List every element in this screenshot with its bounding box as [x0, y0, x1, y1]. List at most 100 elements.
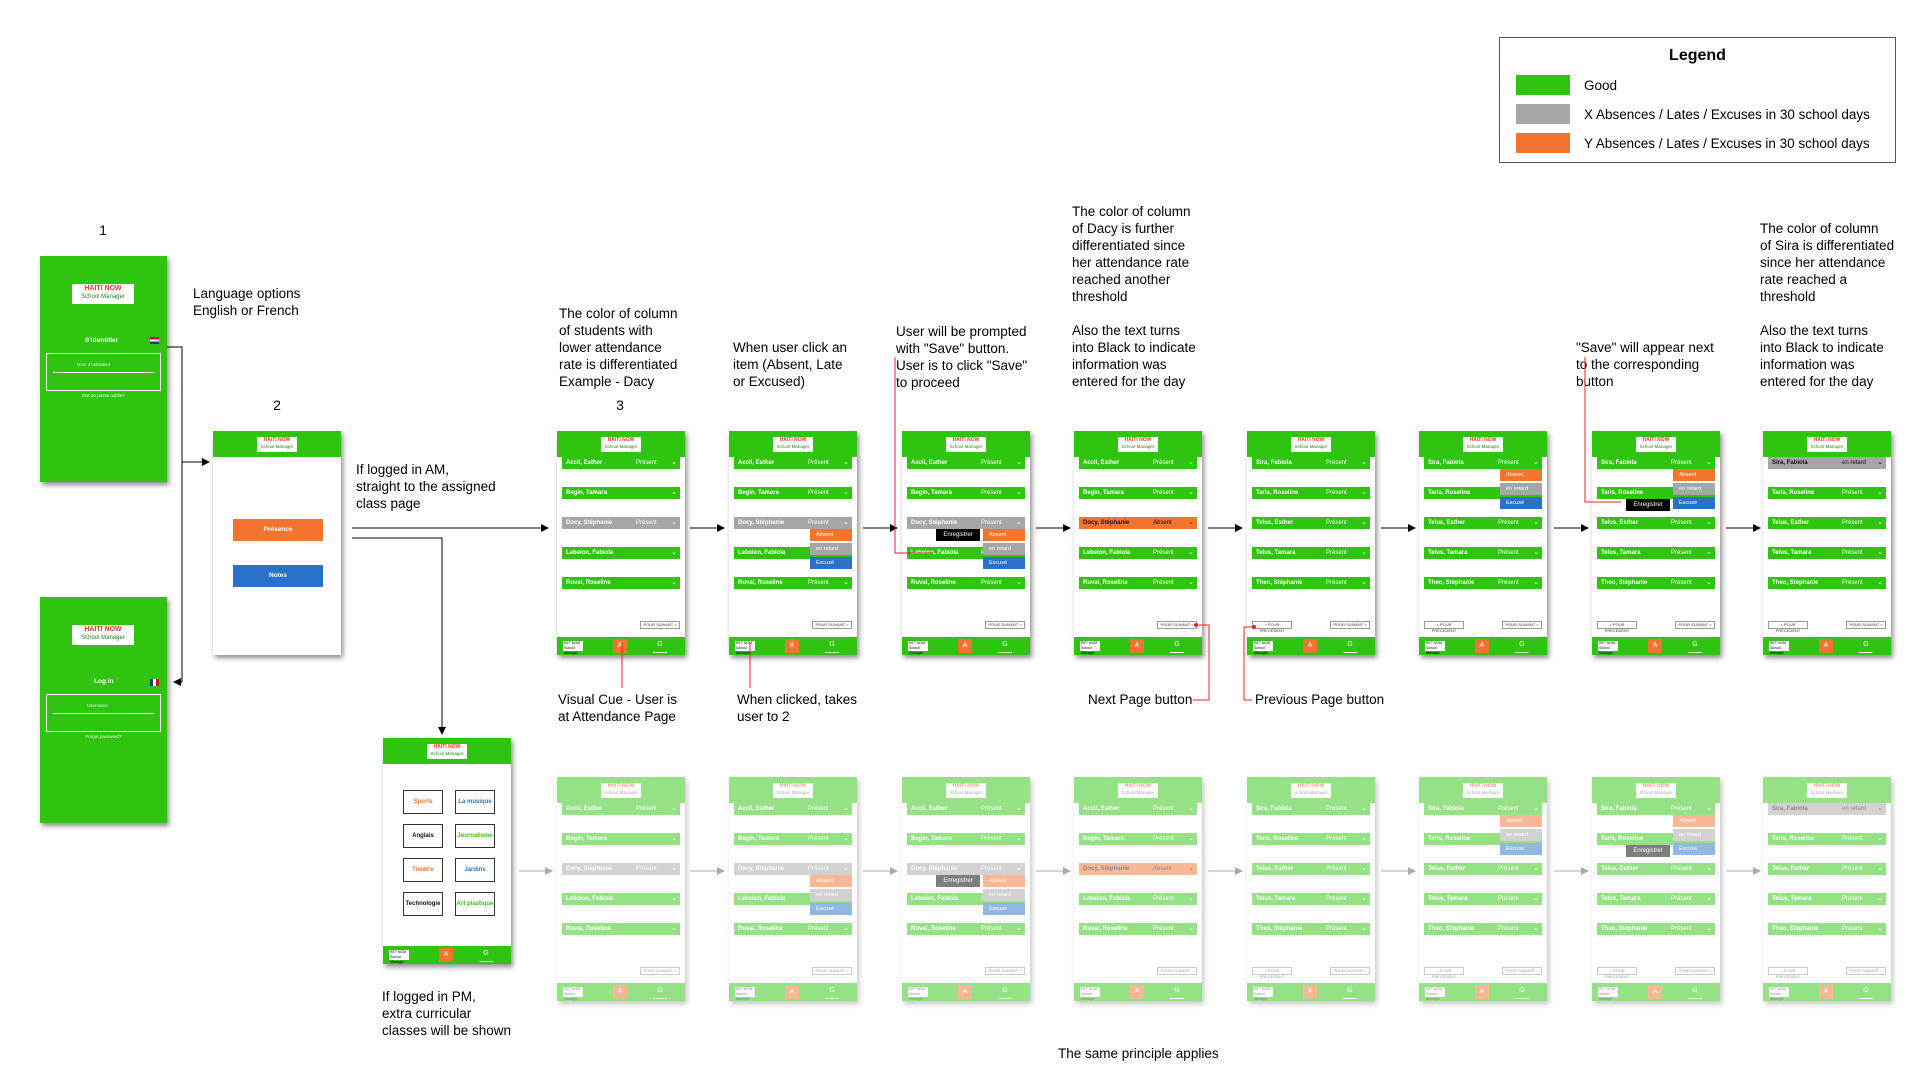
excused-option[interactable]: Excusé [1673, 497, 1715, 509]
grades-tab-button[interactable]: G [653, 985, 667, 999]
chevron-down-icon[interactable]: ⌄ [1706, 549, 1712, 556]
chevron-down-icon[interactable]: ⌄ [1877, 579, 1883, 586]
previous-page-button[interactable]: < POUR PRECEDENT [1597, 621, 1637, 633]
chevron-down-icon[interactable]: ⌄ [1188, 895, 1194, 902]
excused-option[interactable]: Excusé [810, 903, 852, 915]
chevron-down-icon[interactable]: ⌄ [843, 459, 849, 466]
presence-button[interactable]: Présence [233, 519, 323, 541]
attendance-tab-button[interactable]: A [1130, 985, 1144, 999]
next-page-button[interactable]: POUR SUIVANT > [1846, 967, 1886, 975]
grades-tab-button[interactable]: G [1859, 639, 1873, 653]
next-page-button[interactable]: POUR SUIVANT > [1502, 967, 1542, 975]
chevron-down-icon[interactable]: ⌄ [1361, 865, 1367, 872]
chevron-down-icon[interactable]: ⌄ [1361, 925, 1367, 932]
chevron-down-icon[interactable]: ⌄ [1016, 835, 1022, 842]
login-form[interactable]: Nom d'utilisateur [46, 353, 161, 391]
chevron-down-icon[interactable]: ⌄ [1877, 489, 1883, 496]
chevron-down-icon[interactable]: ⌄ [843, 805, 849, 812]
chevron-down-icon[interactable]: ⌄ [1361, 459, 1367, 466]
next-page-button[interactable]: POUR SUIVANT > [640, 621, 680, 629]
chevron-down-icon[interactable]: ⌄ [1533, 925, 1539, 932]
next-page-button[interactable]: POUR SUIVANT > [1502, 621, 1542, 629]
chevron-down-icon[interactable]: ⌄ [1016, 579, 1022, 586]
chevron-down-icon[interactable]: ⌄ [1016, 865, 1022, 872]
attendance-tab-button[interactable]: A [1819, 985, 1833, 999]
chevron-down-icon[interactable]: ⌄ [1877, 459, 1883, 466]
grades-tab-button[interactable]: G [1170, 985, 1184, 999]
chevron-down-icon[interactable]: ⌄ [1188, 579, 1194, 586]
chevron-down-icon[interactable]: ⌄ [1877, 549, 1883, 556]
save-button[interactable]: Enregistrer [1626, 845, 1670, 857]
extracurricular-item[interactable]: Art plastique [455, 892, 495, 916]
save-button[interactable]: Enregistrer [936, 875, 980, 887]
attendance-tab-button[interactable]: A [1648, 985, 1662, 999]
grades-tab-button[interactable]: G [1688, 985, 1702, 999]
chevron-down-icon[interactable]: ⌄ [1361, 579, 1367, 586]
chevron-down-icon[interactable]: ⌄ [1188, 865, 1194, 872]
attendance-tab-button[interactable]: A [1819, 639, 1833, 653]
chevron-down-icon[interactable]: ⌄ [1016, 459, 1022, 466]
chevron-down-icon[interactable]: ⌄ [1188, 805, 1194, 812]
next-page-button[interactable]: POUR SUIVANT > [812, 621, 852, 629]
student-row[interactable]: Begin, Tamara⌄ [562, 833, 680, 845]
excused-option[interactable]: Excusé [1673, 843, 1715, 855]
grades-tab-button[interactable]: G [998, 985, 1012, 999]
next-page-button[interactable]: POUR SUIVANT > [1330, 621, 1370, 629]
attendance-tab-button[interactable]: A [1475, 985, 1489, 999]
attendance-tab-button[interactable]: A [1475, 639, 1489, 653]
extracurricular-item[interactable]: Technologie [403, 892, 443, 916]
grades-tab-button[interactable]: G [1170, 639, 1184, 653]
chevron-down-icon[interactable]: ⌄ [843, 925, 849, 932]
chevron-down-icon[interactable]: ⌄ [671, 925, 677, 932]
absent-option[interactable]: Absent [810, 875, 852, 887]
attendance-tab-button[interactable]: A [1303, 639, 1317, 653]
attendance-tab-button[interactable]: A [785, 639, 799, 653]
late-option[interactable]: en retard [1673, 483, 1715, 495]
chevron-down-icon[interactable]: ⌄ [671, 865, 677, 872]
chevron-down-icon[interactable]: ⌄ [1361, 549, 1367, 556]
attendance-tab-button[interactable]: A [958, 985, 972, 999]
attendance-tab-button[interactable]: A [613, 985, 627, 999]
grades-tab-button[interactable]: G [998, 639, 1012, 653]
chevron-down-icon[interactable]: ⌄ [1877, 805, 1883, 812]
chevron-down-icon[interactable]: ⌄ [1188, 459, 1194, 466]
late-option[interactable]: en retard [1673, 829, 1715, 841]
student-row[interactable]: Lebeion, Fabiola⌄ [562, 547, 680, 559]
chevron-down-icon[interactable]: ⌄ [1533, 519, 1539, 526]
chevron-down-icon[interactable]: ⌄ [671, 549, 677, 556]
chevron-down-icon[interactable]: ⌄ [1877, 865, 1883, 872]
chevron-down-icon[interactable]: ⌄ [1016, 519, 1022, 526]
attendance-tab-button[interactable]: A [1648, 639, 1662, 653]
chevron-down-icon[interactable]: ⌄ [1533, 895, 1539, 902]
previous-page-button[interactable]: < POUR PRECEDENT [1768, 967, 1808, 979]
grades-tab-button[interactable]: G [825, 985, 839, 999]
chevron-down-icon[interactable]: ⌄ [1016, 925, 1022, 932]
save-button[interactable]: Enregistrer [1626, 499, 1670, 511]
